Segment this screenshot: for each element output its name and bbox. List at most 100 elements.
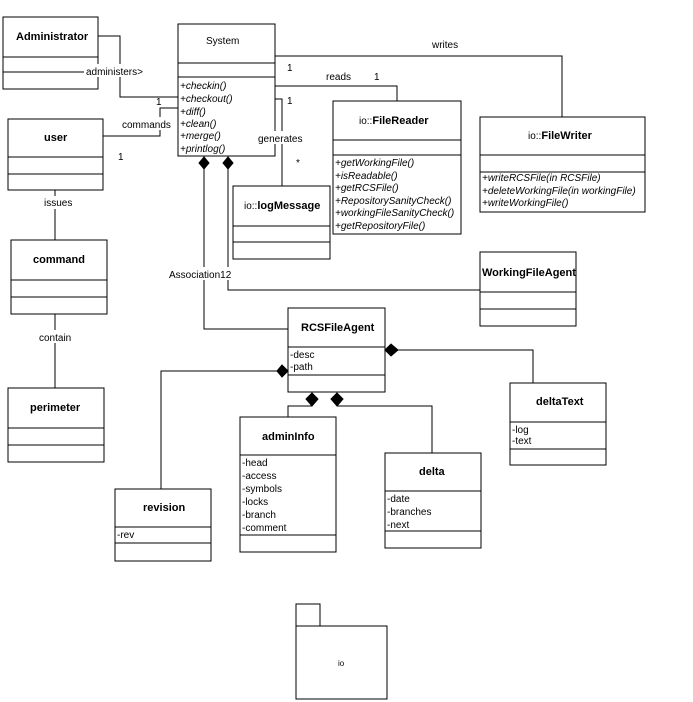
system-filewriter-association xyxy=(275,55,563,117)
perimeter-class-name: perimeter xyxy=(30,402,81,414)
operation: +checkout() xyxy=(180,94,233,105)
label-background xyxy=(42,196,74,209)
class-admininfo xyxy=(239,416,337,553)
operation: +merge() xyxy=(180,131,221,142)
composition-diamond xyxy=(384,343,399,357)
rcsfileagent-class-name: RCSFileAgent xyxy=(301,322,375,334)
attribute: -text xyxy=(512,436,532,447)
attribute: -head xyxy=(242,458,268,469)
class-command xyxy=(10,239,108,315)
rcsfileagent-admininfo-composition-line xyxy=(287,405,312,417)
composition-diamond xyxy=(276,364,289,378)
filewriter-class-name: io::FileWriter xyxy=(528,130,593,142)
class-deltatext xyxy=(509,382,607,466)
class-logmessage xyxy=(232,185,331,260)
contain-label: contain xyxy=(39,333,71,344)
class-filereader xyxy=(332,100,462,235)
system-operations: +checkin() +checkout() +diff() +clean() … xyxy=(180,81,233,155)
system-logmessage-association xyxy=(275,98,283,186)
operation: +deleteWorkingFile(in workingFile) xyxy=(482,186,636,197)
multiplicity-label: 1 xyxy=(156,97,162,108)
revision-class-name: revision xyxy=(143,502,185,514)
package-io-name: io xyxy=(338,659,345,668)
attribute: -symbols xyxy=(242,484,282,495)
delta-attributes: -date -branches -next xyxy=(387,494,431,531)
rcsfileagent-attributes: -desc -path xyxy=(290,350,314,373)
multiplicity-label: 1 xyxy=(287,63,293,74)
filereader-operations: +getWorkingFile() +isReadable() +getRCSF… xyxy=(335,158,454,232)
generates-label: generates xyxy=(258,134,302,145)
label-background xyxy=(84,64,150,77)
admininfo-class-name: adminInfo xyxy=(262,431,315,443)
class-rcsfileagent xyxy=(287,307,386,393)
multiplicity-label: * xyxy=(296,158,300,169)
operation: +getWorkingFile() xyxy=(335,158,414,169)
attribute: -comment xyxy=(242,523,287,534)
class-delta xyxy=(384,452,482,549)
writes-label: writes xyxy=(431,40,458,51)
attribute: -next xyxy=(387,520,409,531)
package-io xyxy=(295,603,388,700)
reads-label: reads xyxy=(326,72,351,83)
rcsfileagent-delta-composition-line xyxy=(337,405,433,453)
composition-diamond xyxy=(330,392,344,407)
class-filewriter xyxy=(479,116,646,213)
attribute: -date xyxy=(387,494,410,505)
operation: +writeWorkingFile() xyxy=(482,198,568,209)
class-workingfileagent xyxy=(479,251,577,327)
operation: +writeRCSFile(in RCSFile) xyxy=(482,173,601,184)
class-user xyxy=(7,118,104,191)
commands-label: commands xyxy=(122,120,171,131)
system-class-name: System xyxy=(206,36,239,47)
attribute: -rev xyxy=(117,530,134,541)
command-class-name: command xyxy=(33,254,85,266)
operation: +clean() xyxy=(180,119,216,130)
workingfileagent-class-name: WorkingFileAgent xyxy=(482,267,576,279)
multiplicity-label: 1 xyxy=(118,152,124,163)
administers-label: administers> xyxy=(86,67,143,78)
label-background xyxy=(167,267,239,280)
composition-diamond xyxy=(222,156,234,170)
revision-attributes: -rev xyxy=(117,530,134,541)
attribute: -access xyxy=(242,471,276,482)
filewriter-operations: +writeRCSFile(in RCSFile) +deleteWorking… xyxy=(482,173,636,209)
label-background xyxy=(120,117,177,130)
operation: +diff() xyxy=(180,107,206,118)
user-class-name: user xyxy=(44,132,68,144)
label-background xyxy=(256,131,310,144)
rcsfileagent-deltatext-composition-line xyxy=(385,349,534,383)
rcsfileagent-revision-composition-line xyxy=(160,370,288,489)
composition-diamond xyxy=(305,392,319,407)
deltatext-class-name: deltaText xyxy=(536,396,584,408)
attribute: -locks xyxy=(242,497,268,508)
attribute: -desc xyxy=(290,350,314,361)
label-background xyxy=(37,330,75,343)
multiplicity-label: 1 xyxy=(374,72,380,83)
system-rcsfileagent-composition-line xyxy=(203,169,288,330)
association12-label: Association12 xyxy=(169,270,232,281)
class-perimeter xyxy=(7,387,105,463)
operation: +isReadable() xyxy=(335,171,398,182)
attribute: -branch xyxy=(242,510,276,521)
operation: +checkin() xyxy=(180,81,226,92)
attribute: -path xyxy=(290,362,313,373)
issues-label: issues xyxy=(44,198,72,209)
class-revision xyxy=(114,488,212,562)
class-administrator xyxy=(2,16,99,90)
operation: +getRCSFile() xyxy=(335,183,399,194)
operation: +printlog() xyxy=(180,144,225,155)
admininfo-attributes: -head -access -symbols -locks -branch -c… xyxy=(242,458,287,534)
multiplicity-label: 1 xyxy=(287,96,293,107)
operation: +workingFileSanityCheck() xyxy=(335,208,454,219)
delta-class-name: delta xyxy=(419,466,446,478)
attribute: -branches xyxy=(387,507,431,518)
operation: +getRepositoryFile() xyxy=(335,221,425,232)
attribute: -log xyxy=(512,425,529,436)
filereader-class-name: io::FileReader xyxy=(359,115,429,127)
deltatext-attributes: -log -text xyxy=(512,425,532,447)
system-workingfileagent-composition-line xyxy=(227,169,480,291)
system-filereader-association xyxy=(275,85,398,101)
administrator-class-name: Administrator xyxy=(16,31,89,43)
logmessage-class-name: io::logMessage xyxy=(244,200,320,212)
